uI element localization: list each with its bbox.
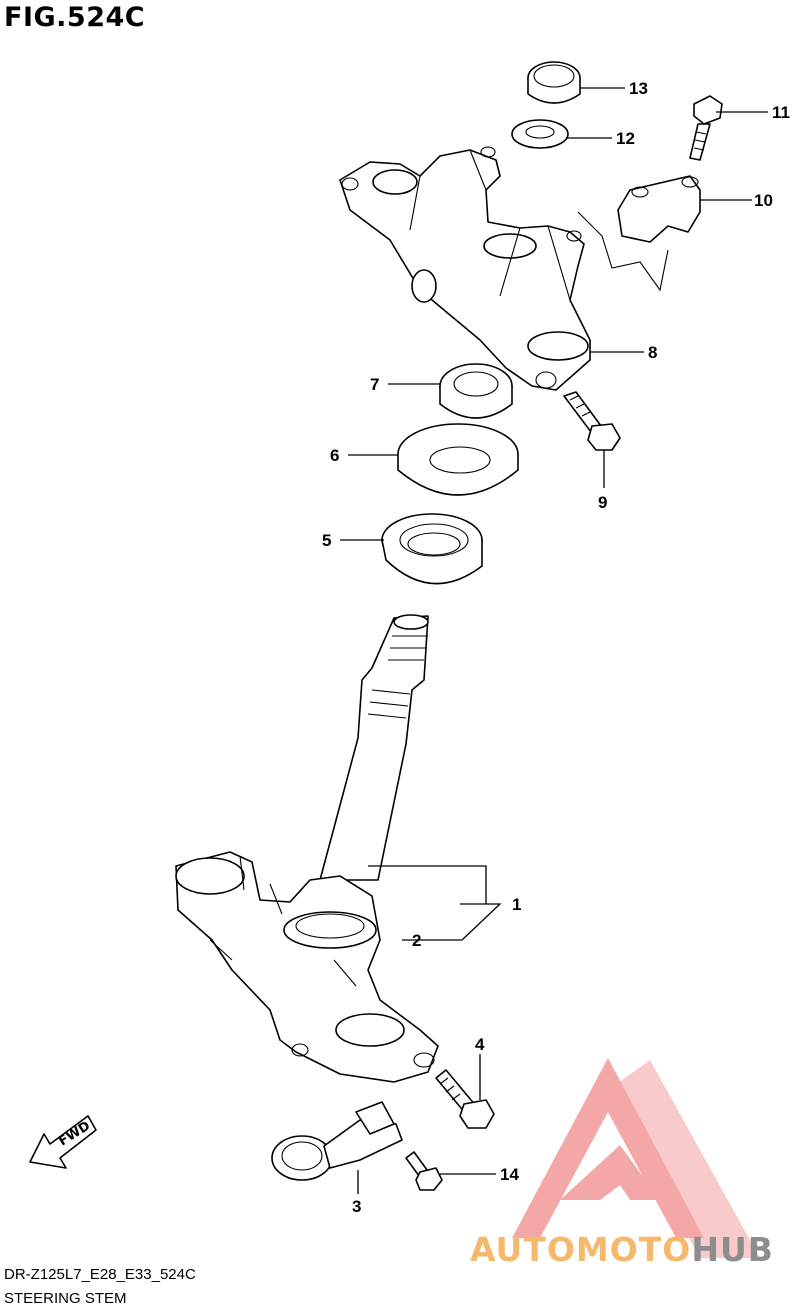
callout-1: 1 bbox=[512, 895, 521, 914]
figure-code: DR-Z125L7_E28_E33_524C bbox=[4, 1266, 196, 1283]
callout-12: 12 bbox=[616, 129, 635, 148]
callout-3: 3 bbox=[352, 1197, 361, 1216]
callout-10: 10 bbox=[754, 191, 773, 210]
part-10-holder bbox=[617, 175, 701, 243]
watermark-brand-orange: AUTOMOTO bbox=[470, 1230, 692, 1269]
callout-2: 2 bbox=[412, 931, 421, 950]
watermark-brand: AUTOMOTOHUB bbox=[470, 1230, 774, 1269]
callout-6: 6 bbox=[330, 446, 339, 465]
part-1-steering-stem bbox=[175, 614, 439, 1083]
part-3-clamp bbox=[271, 1101, 403, 1181]
part-9-bolt bbox=[563, 391, 621, 451]
callout-7: 7 bbox=[370, 375, 379, 394]
part-5-bearing bbox=[381, 513, 483, 585]
watermark-brand-gray: HUB bbox=[691, 1230, 774, 1269]
fwd-arrow-icon: FWD bbox=[29, 1115, 97, 1169]
part-7-nut bbox=[439, 363, 513, 419]
part-6-seal bbox=[397, 423, 519, 496]
figure-title: FIG.524C bbox=[4, 2, 146, 33]
callout-9: 9 bbox=[598, 493, 607, 512]
leader-lines bbox=[340, 87, 768, 1194]
callout-8: 8 bbox=[648, 343, 657, 362]
part-8-upper-bracket bbox=[339, 146, 591, 391]
callout-13: 13 bbox=[629, 79, 648, 98]
part-14-bolt bbox=[405, 1151, 443, 1191]
part-13-cap bbox=[527, 61, 581, 104]
callout-14: 14 bbox=[500, 1165, 519, 1184]
callout-11: 11 bbox=[772, 103, 790, 122]
watermark-logo-icon bbox=[512, 1058, 760, 1258]
figure-name: STEERING STEM bbox=[4, 1290, 127, 1307]
callout-4: 4 bbox=[475, 1035, 485, 1054]
part-12-washer bbox=[511, 119, 569, 149]
part-4-bolt bbox=[435, 1069, 495, 1129]
part-11-bolt bbox=[689, 95, 723, 161]
callout-5: 5 bbox=[322, 531, 331, 550]
